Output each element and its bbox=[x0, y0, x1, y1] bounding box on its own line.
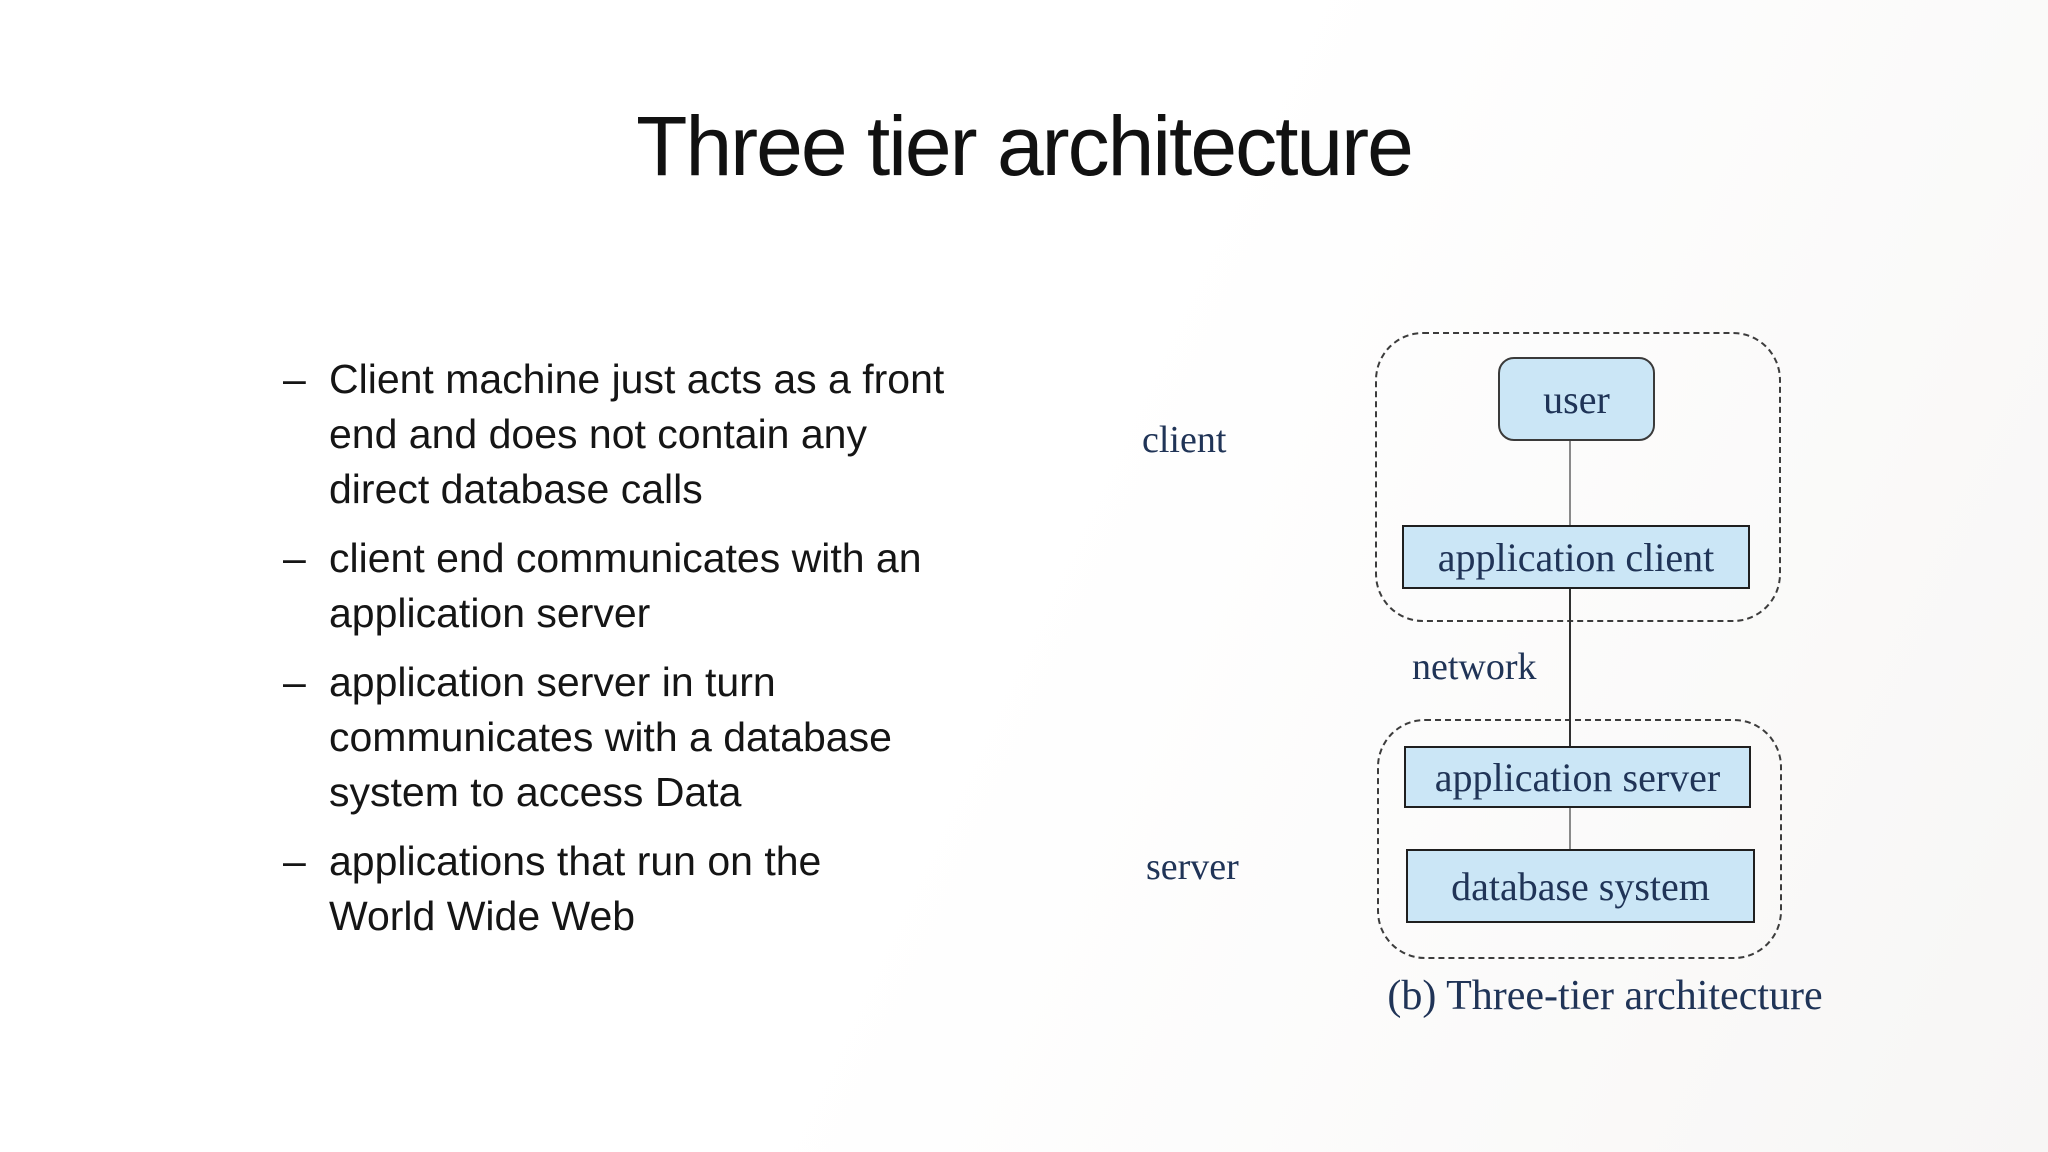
bullet-dash-marker: – bbox=[283, 838, 306, 884]
bullet-item: – client end communicates with an applic… bbox=[283, 531, 1113, 641]
bullet-dash-marker: – bbox=[283, 535, 306, 581]
bullet-item: – application server in turn communicate… bbox=[283, 655, 1113, 820]
bullet-dash-marker: – bbox=[283, 659, 306, 705]
server-tier-label: server bbox=[1146, 846, 1239, 888]
network-label: network bbox=[1412, 646, 1537, 688]
bullet-item: – applications that run on the World Wid… bbox=[283, 834, 1113, 944]
application-server-node: application server bbox=[1404, 746, 1751, 808]
user-node: user bbox=[1498, 357, 1655, 441]
client-tier-dashed-box bbox=[1375, 332, 1781, 622]
bullet-dash-marker: – bbox=[283, 356, 306, 402]
database-system-node: database system bbox=[1406, 849, 1755, 923]
client-tier-label: client bbox=[1142, 419, 1227, 461]
bullet-text: applications that run on the World Wide … bbox=[329, 838, 822, 939]
server-tier-dashed-box bbox=[1377, 719, 1782, 959]
bullet-list: – Client machine just acts as a front en… bbox=[283, 352, 1113, 958]
bullet-item: – Client machine just acts as a front en… bbox=[283, 352, 1113, 517]
slide-title: Three tier architecture bbox=[636, 99, 1414, 193]
connector-appserver-database bbox=[1569, 808, 1571, 849]
bullet-text: application server in turn communicates … bbox=[329, 659, 892, 815]
connector-user-appclient bbox=[1569, 441, 1571, 525]
application-client-node: application client bbox=[1402, 525, 1750, 589]
bullet-text: client end communicates with an applicat… bbox=[329, 535, 922, 636]
bullet-text: Client machine just acts as a front end … bbox=[329, 356, 945, 512]
three-tier-diagram: client server user application client ap… bbox=[1090, 320, 1870, 1040]
figure-caption: (b) Three-tier architecture bbox=[1387, 973, 1823, 1019]
connector-network bbox=[1569, 589, 1571, 746]
